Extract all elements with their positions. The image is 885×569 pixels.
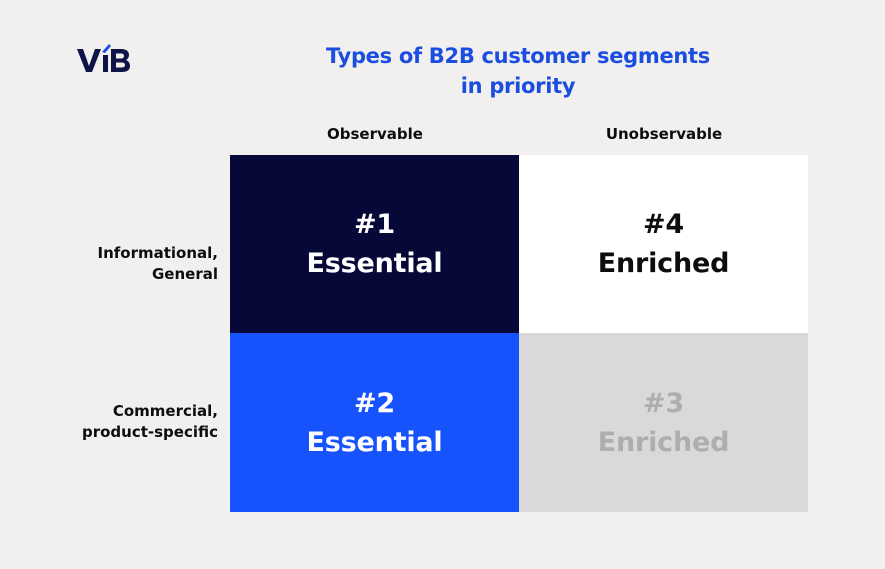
segment-cell-2-rank: #2 <box>353 387 395 419</box>
logo-letter-v <box>77 49 101 72</box>
segment-cell-4: #4 Enriched <box>519 155 808 333</box>
row-label-commercial-line-1: Commercial, <box>112 402 218 420</box>
column-label-observable: Observable <box>327 125 423 143</box>
row-label-informational-line-1: Informational, <box>97 244 219 262</box>
vib-logo <box>77 44 130 72</box>
chart-title-line-2: in priority <box>460 74 576 98</box>
chart-title: Types of B2B customer segments in priori… <box>300 41 736 101</box>
row-label-informational: Informational, General <box>18 243 219 285</box>
column-label-unobservable: Unobservable <box>605 125 723 143</box>
row-label-commercial: Commercial, product-specific <box>18 401 218 443</box>
segment-cell-1-label: Essential <box>306 248 443 279</box>
segment-cell-4-label: Enriched <box>597 248 730 279</box>
segment-matrix: #1 Essential #4 Enriched #2 Essential #3… <box>230 155 808 512</box>
row-label-informational-line-2: General <box>152 265 218 283</box>
segment-cell-2: #2 Essential <box>230 333 519 512</box>
segment-cell-4-rank: #4 <box>642 209 684 240</box>
segment-cell-1: #1 Essential <box>230 155 519 333</box>
segment-cell-2-label: Essential <box>306 426 443 458</box>
segment-cell-3-rank: #3 <box>642 387 684 419</box>
row-label-commercial-line-2: product-specific <box>81 423 218 441</box>
logo-letter-b <box>111 49 130 72</box>
logo-letter-i <box>103 55 108 72</box>
segment-cell-3-label: Enriched <box>597 426 730 458</box>
logo-accent <box>102 44 111 53</box>
segment-cell-3: #3 Enriched <box>519 333 808 512</box>
segment-cell-1-rank: #1 <box>353 209 395 240</box>
chart-title-line-1: Types of B2B customer segments <box>326 44 710 68</box>
